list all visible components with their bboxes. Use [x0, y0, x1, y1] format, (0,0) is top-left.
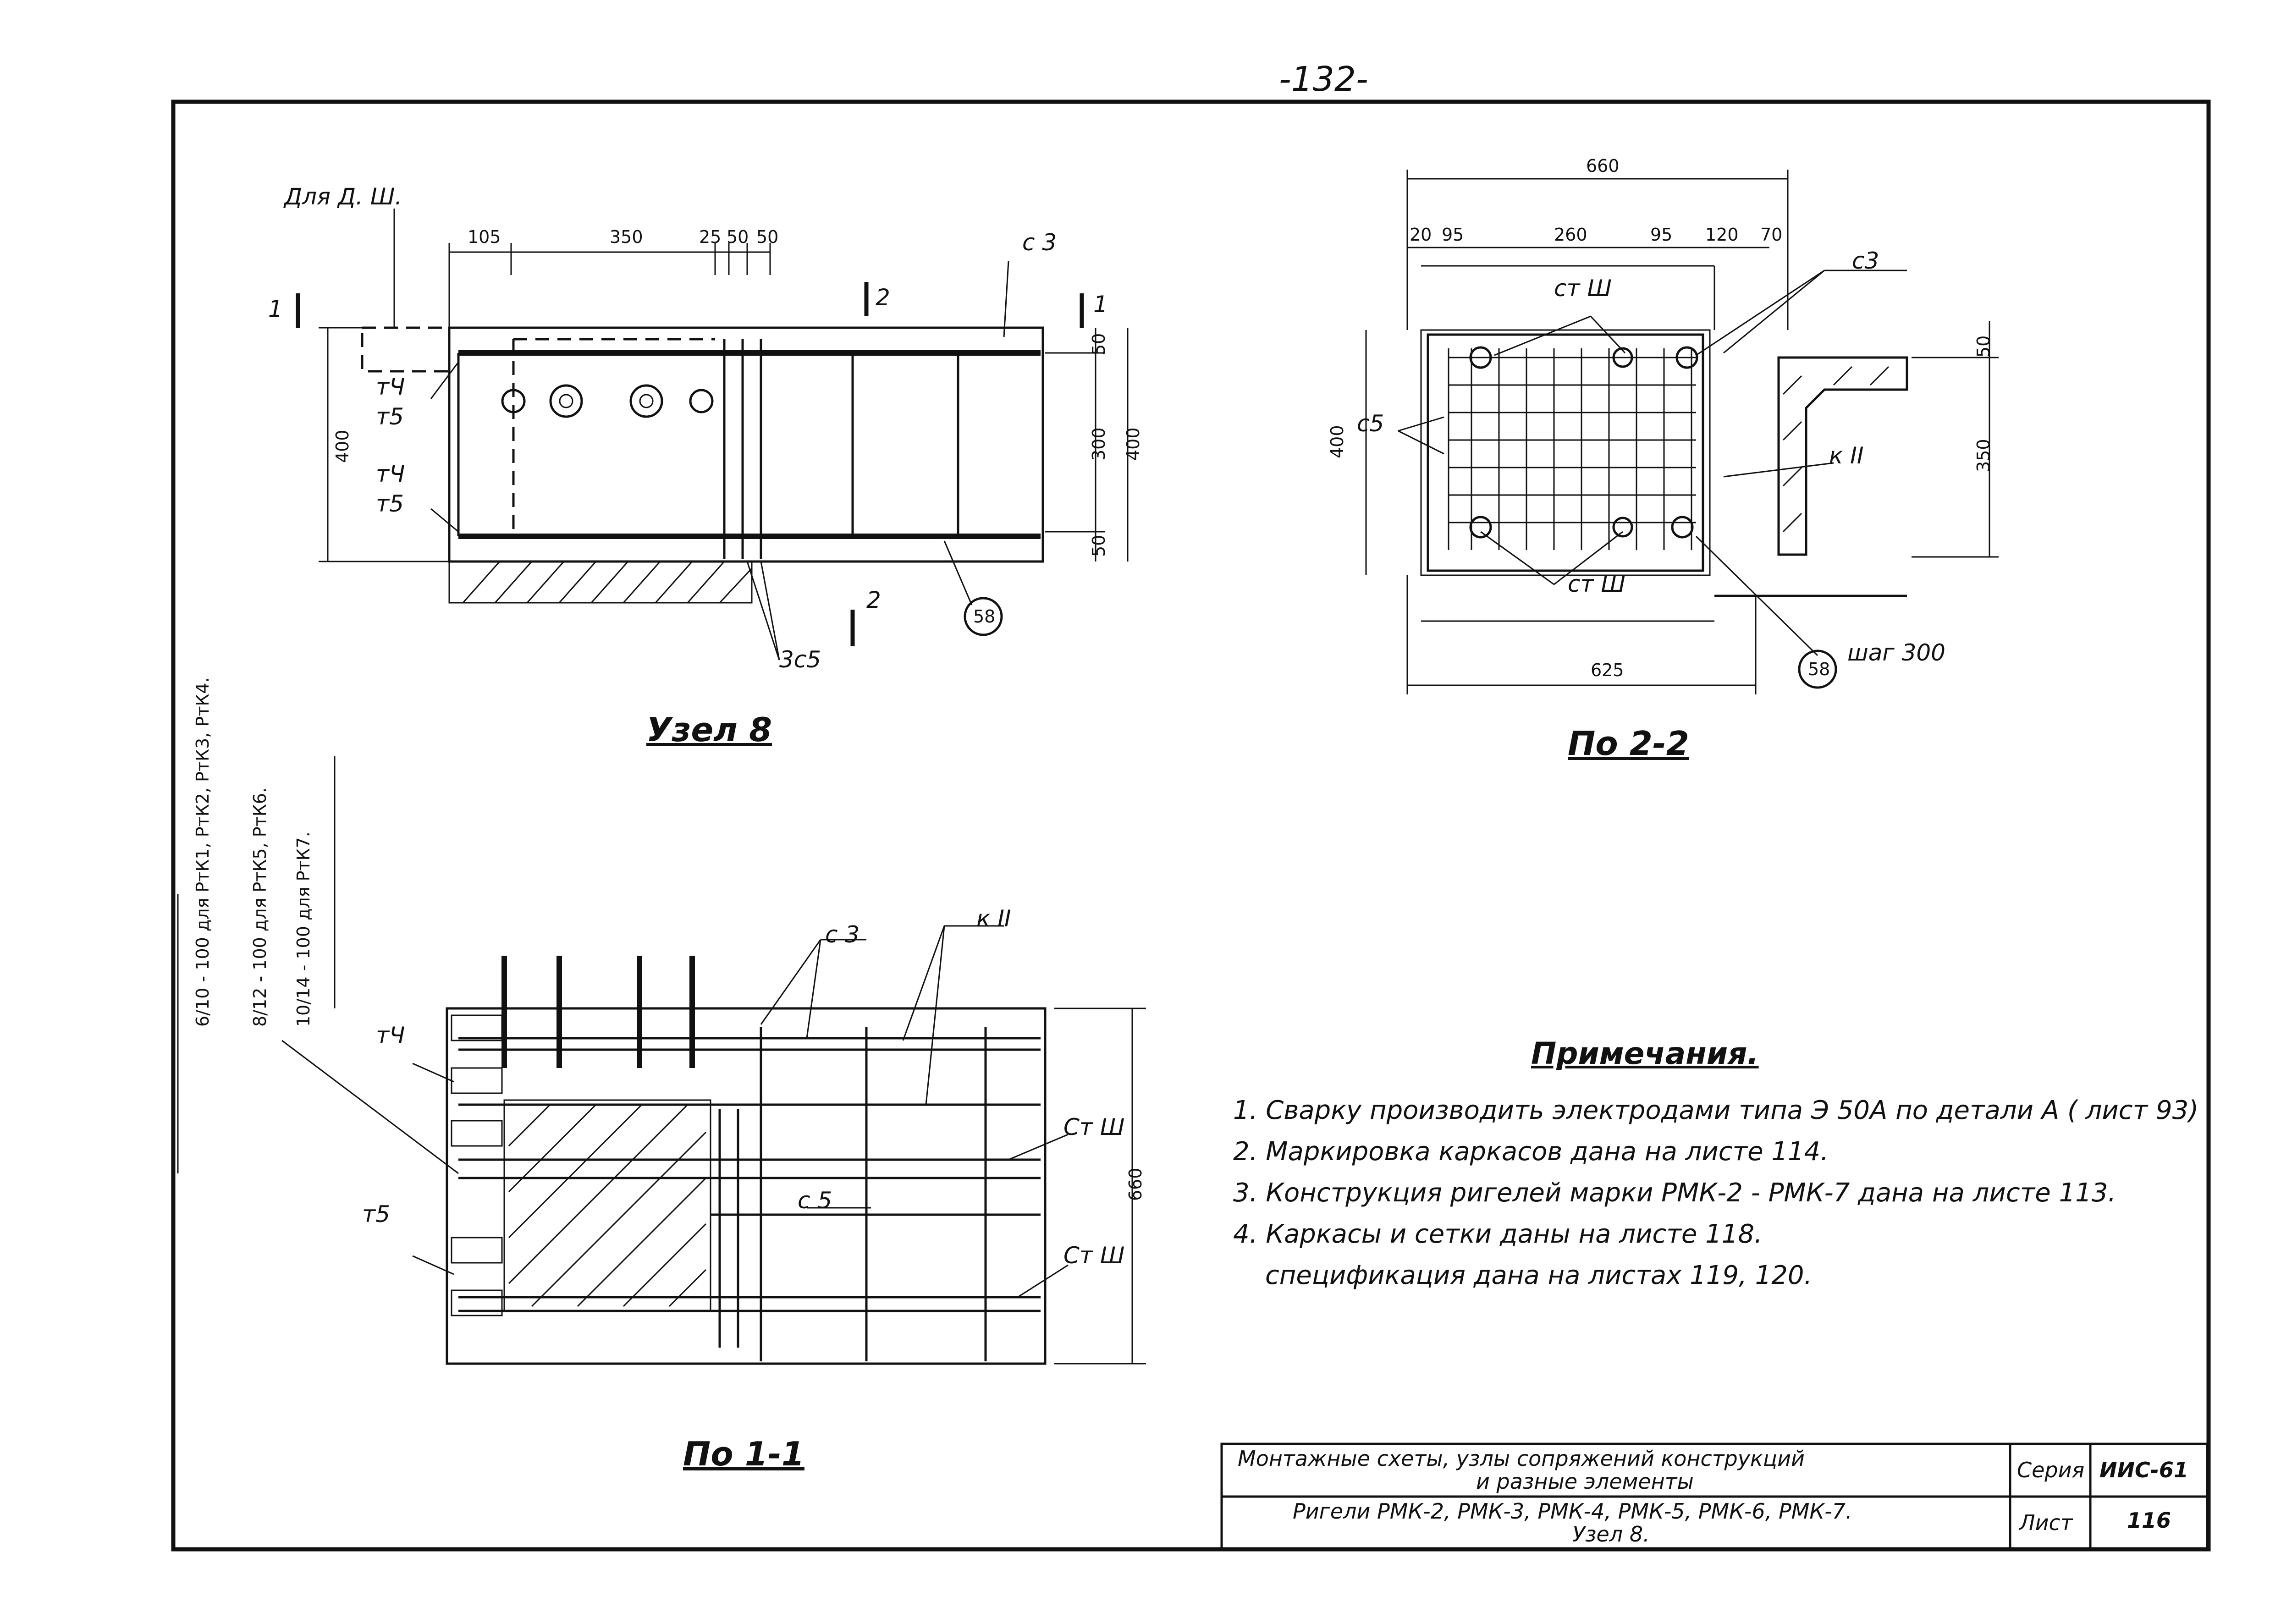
section22-caption: По 2-2	[1568, 724, 1689, 763]
title-block-frame	[1220, 1442, 2209, 1551]
notes-title: Примечания.	[1531, 1036, 1759, 1071]
section11-label-st3-top: Ст Ш	[1063, 1114, 1125, 1140]
node8-dim-50b: 50	[756, 227, 779, 247]
section22-label-c3: с3	[1852, 248, 1879, 274]
node8-dim-50a: 50	[727, 227, 749, 247]
node8-callout-58	[964, 597, 1003, 636]
section22-callout-58	[1798, 650, 1837, 689]
node8-label-tch-top: тЧ	[376, 374, 405, 400]
node8-dim-50-bottom: 50	[1089, 534, 1109, 557]
node8-label-t5-top: т5	[376, 403, 404, 430]
section22-circle-58-text: 58	[1808, 659, 1830, 679]
node8-label-t5-bottom: т5	[376, 490, 404, 517]
section22-label-k2: к II	[1829, 442, 1864, 469]
node8-dim-25: 25	[699, 227, 722, 247]
node8-label-tch-bottom: тЧ	[376, 461, 405, 487]
vertical-note-3: 10/14 - 100 для РтК7.	[293, 831, 314, 1027]
section22-dim-70: 70	[1760, 225, 1783, 245]
title-line-3: Ригели РМК-2, РМК-3, РМК-4, РМК-5, РМК-6…	[1293, 1499, 1852, 1524]
node8-label-3c5: 3с5	[779, 646, 821, 673]
page-number: -132-	[1279, 60, 1368, 99]
section11-view	[281, 925, 1146, 1365]
section22-label-step: шаг 300	[1847, 639, 1945, 666]
title-line-1: Монтажные схеты, узлы сопряжений констру…	[1238, 1446, 1805, 1471]
node8-dim-50-top: 50	[1089, 333, 1109, 355]
sheet-label: Лист	[2019, 1510, 2073, 1535]
section11-label-tch: тЧ	[376, 1022, 405, 1049]
section22-dim-400: 400	[1327, 425, 1347, 458]
node8-dim-400-left: 400	[332, 429, 353, 463]
section11-label-c3: с 3	[825, 921, 860, 948]
node8-section-1-right: 1	[1093, 291, 1108, 318]
title-line-2: и разные элементы	[1476, 1469, 1694, 1494]
section22-dim-625: 625	[1591, 660, 1624, 680]
note-4: 4. Каркасы и сетки даны на листе 118.	[1233, 1219, 1763, 1249]
note-2: 2. Маркировка каркасов дана на листе 114…	[1233, 1137, 1829, 1167]
note-3: 3. Конструкция ригелей марки РМК-2 - РМК…	[1233, 1178, 2116, 1208]
section22-dim-95b: 95	[1650, 225, 1673, 245]
node8-label-c3: с 3	[1022, 229, 1057, 256]
section22-dim-120: 120	[1705, 225, 1739, 245]
node8-section-2-top: 2	[876, 284, 890, 311]
node8-circle-58-text: 58	[973, 606, 996, 627]
node8-section-1-left: 1	[268, 296, 283, 322]
section11-caption: По 1-1	[683, 1435, 804, 1473]
vertical-note-1: 6/10 - 100 для РтК1, РтК2, РтК3, РтК4.	[193, 677, 213, 1027]
section22-label-st3-bottom: ст Ш	[1568, 571, 1625, 597]
section22-dim-20: 20	[1410, 225, 1432, 245]
sheet-value: 116	[2127, 1508, 2171, 1533]
note-1: 1. Сварку производить электродами типа Э…	[1233, 1096, 2199, 1125]
section11-label-t5: т5	[362, 1201, 390, 1228]
node8-dim-300: 300	[1089, 427, 1109, 461]
note-5: спецификация дана на листах 119, 120.	[1265, 1261, 1813, 1290]
section11-dim-660: 660	[1125, 1167, 1146, 1201]
node8-label-dsh: Для Д. Ш.	[284, 183, 402, 210]
section11-label-st3-bottom: Ст Ш	[1063, 1242, 1125, 1269]
node8-section-2-bottom: 2	[866, 587, 881, 613]
series-value: ИИС-61	[2099, 1458, 2188, 1482]
title-line-4: Узел 8.	[1572, 1522, 1650, 1547]
node8-caption: Узел 8	[646, 710, 772, 749]
section22-dim-95a: 95	[1442, 225, 1464, 245]
section22-label-c5: с5	[1357, 410, 1384, 437]
node8-dim-350: 350	[610, 227, 643, 247]
vertical-note-2: 8/12 - 100 для РтК5, РтК6.	[250, 787, 270, 1027]
section22-dim-350: 350	[1973, 439, 1994, 472]
section22-label-st3-top: ст Ш	[1554, 275, 1612, 302]
series-label: Серия	[2017, 1458, 2085, 1482]
node8-view	[296, 209, 1129, 661]
node8-dim-105: 105	[468, 227, 501, 247]
section11-label-k2: к II	[976, 905, 1011, 932]
section11-label-c5: с 5	[798, 1187, 832, 1214]
section22-view	[1365, 170, 1999, 694]
section22-dim-50: 50	[1973, 335, 1994, 358]
node8-dim-400-right: 400	[1123, 427, 1143, 461]
section22-dim-260: 260	[1554, 225, 1587, 245]
sheet-frame	[171, 99, 2211, 1552]
section22-dim-660: 660	[1586, 156, 1620, 176]
